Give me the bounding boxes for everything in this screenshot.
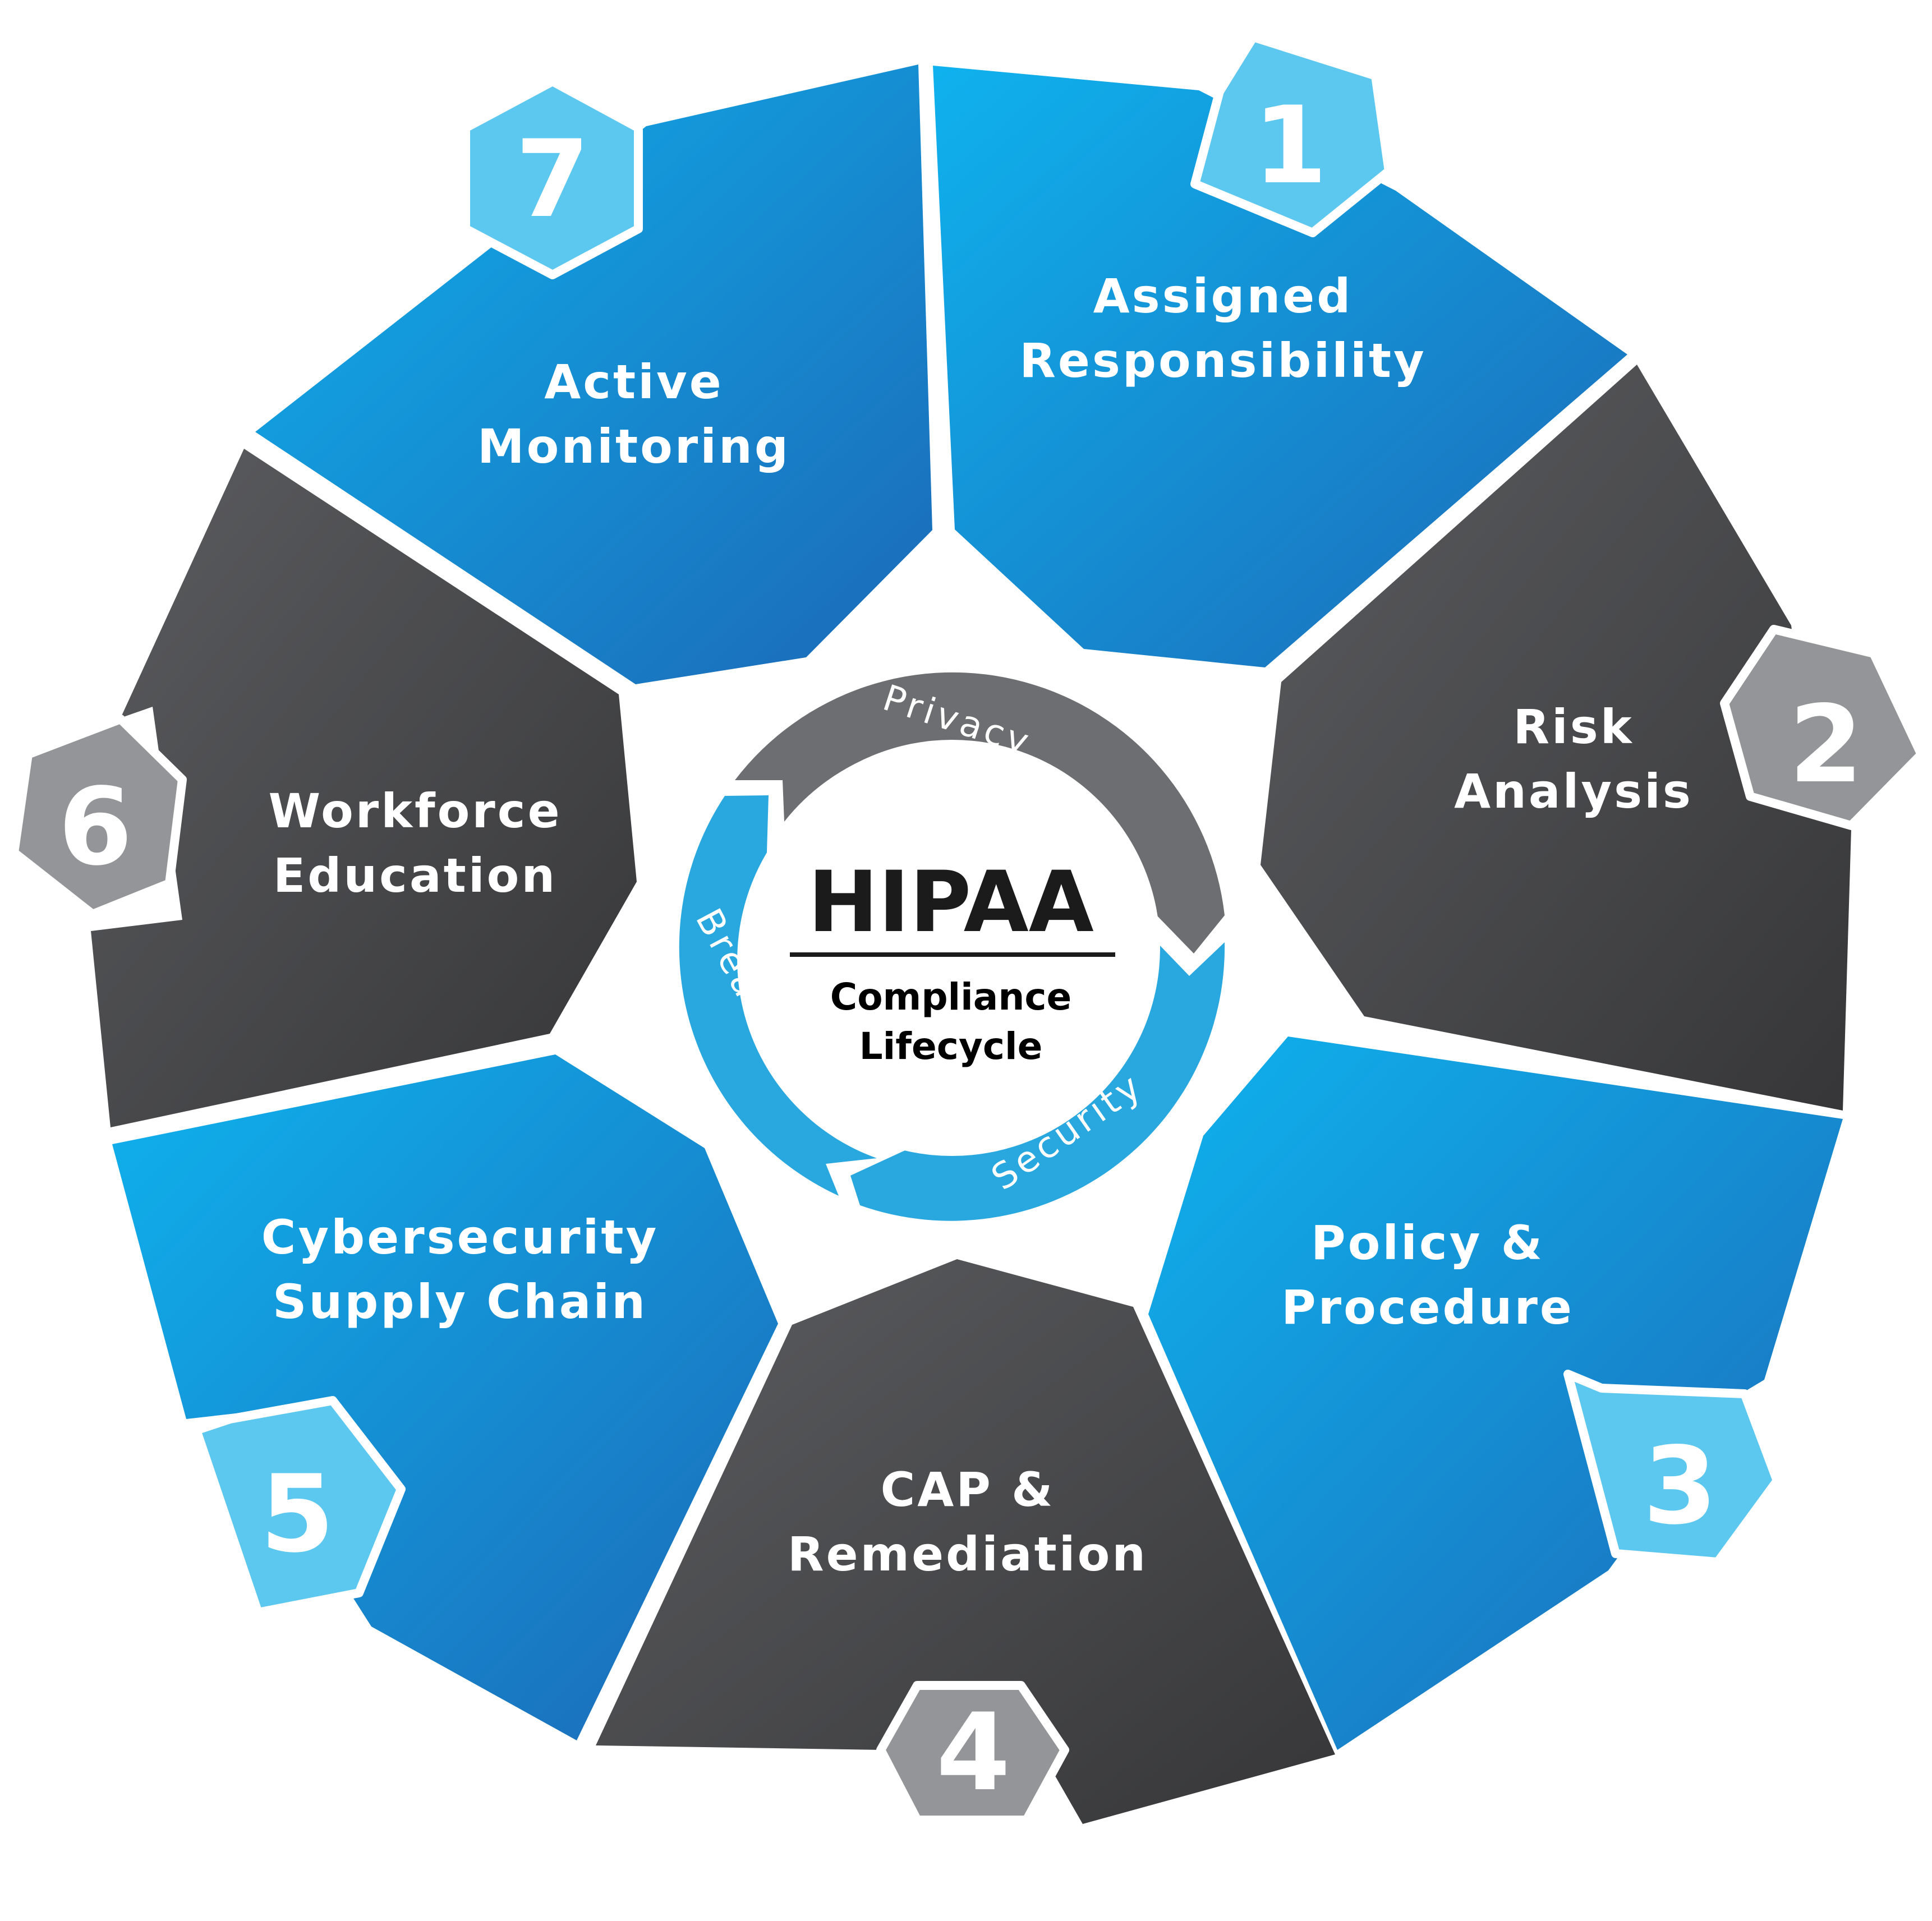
lifecycle-segments [91, 65, 1851, 1824]
step-2-label-line1: Risk [1513, 699, 1634, 754]
step-4-label-line1: CAP & [881, 1462, 1055, 1517]
step-4-label-line2: Remediation [788, 1527, 1148, 1582]
segment-step-3 [1148, 1036, 1843, 1750]
step-3-label-line1: Policy & [1311, 1215, 1544, 1270]
segment-step-2 [1261, 365, 1851, 1111]
badge-number-4: 4 [936, 1690, 1010, 1814]
segment-step-5 [112, 1054, 778, 1740]
badge-number-5: 5 [260, 1452, 334, 1576]
privacy-arc [735, 672, 1225, 953]
center-title: HIPAA [808, 854, 1094, 951]
badge-step-1 [1190, 33, 1393, 237]
step-5-label-line1: Cybersecurity [261, 1210, 659, 1265]
step-labels: AssignedResponsibilityRiskAnalysisPolicy… [261, 269, 1693, 1582]
center-subtitle-line2: Lifecycle [859, 1025, 1043, 1068]
badge-step-4 [876, 1681, 1069, 1825]
step-3-label-line2: Procedure [1281, 1280, 1574, 1335]
badge-step-3 [1563, 1370, 1782, 1567]
segment-step-7 [255, 65, 932, 684]
badge-number-1: 1 [1253, 84, 1327, 208]
segment-step-6 [91, 449, 637, 1127]
badge-step-6 [10, 715, 187, 919]
breach-arc [679, 795, 877, 1196]
center-cycle-ring: Privacy Security Breach [679, 672, 1225, 1221]
badge-number-3: 3 [1643, 1424, 1717, 1548]
step-5-label-line2: Supply Chain [273, 1274, 647, 1329]
security-arc [850, 942, 1225, 1221]
step-6-label-line2: Education [273, 848, 557, 903]
center-subtitle-line1: Compliance [830, 975, 1071, 1019]
step-1-label-line1: Assigned [1093, 269, 1353, 324]
step-7-label-line1: Active [544, 354, 723, 409]
badge-number-7: 7 [516, 117, 590, 241]
center-title-block: HIPAA Compliance Lifecycle [790, 854, 1115, 1068]
step-6-label-line1: Workforce [268, 784, 562, 839]
badge-number-2: 2 [1789, 683, 1863, 807]
step-2-label-line2: Analysis [1454, 764, 1693, 819]
segment-step-4 [596, 1259, 1335, 1824]
center-disc [744, 740, 1160, 1156]
step-7-label-line2: Monitoring [477, 419, 790, 474]
segment-step-1 [933, 66, 1627, 667]
step-badges: 1 2 3 4 5 6 7 [10, 33, 1926, 1825]
step-1-label-line2: Responsibility [1019, 333, 1427, 388]
badge-step-5 [192, 1396, 406, 1617]
center-divider [790, 952, 1115, 957]
badge-number-6: 6 [58, 765, 132, 889]
badge-step-2 [1720, 625, 1926, 830]
badge-step-7 [461, 77, 643, 279]
